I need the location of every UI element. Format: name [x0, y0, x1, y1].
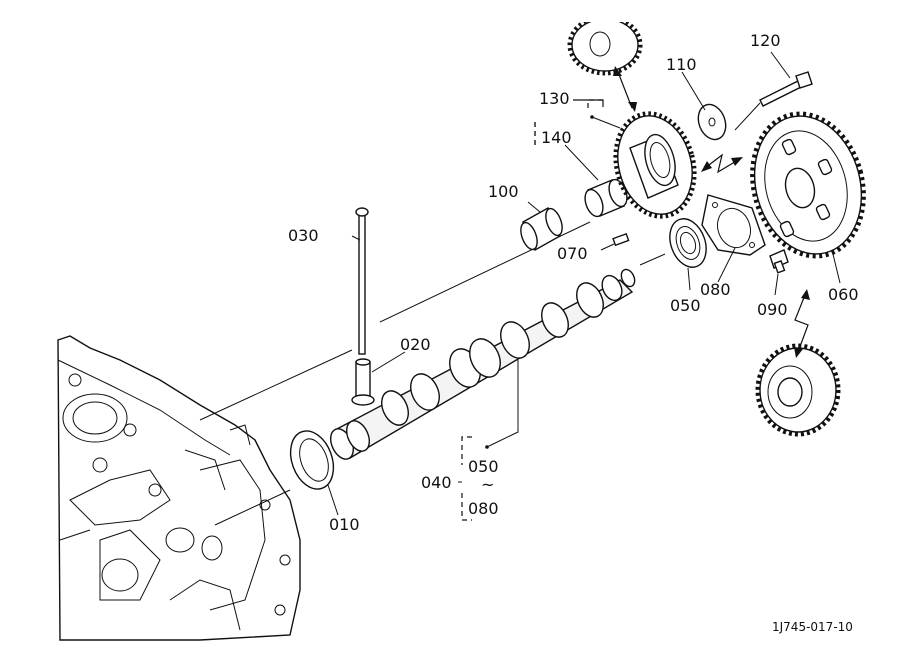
label-030: 030	[288, 226, 319, 245]
label-120: 120	[750, 31, 781, 50]
label-070: 070	[557, 244, 588, 263]
bushing	[584, 178, 628, 218]
gear-boss	[520, 207, 563, 251]
bracket-040	[458, 360, 519, 521]
seal-ring	[289, 430, 335, 490]
ball-bearing	[669, 218, 707, 268]
label-110: 110	[666, 55, 697, 74]
washer	[697, 103, 727, 141]
reference-code: 1J745-017-10	[772, 620, 853, 634]
mating-gear-top	[560, 0, 650, 76]
crankcase	[57, 335, 301, 641]
label-060: 060	[828, 285, 859, 304]
label-040: 040	[421, 473, 452, 492]
label-130: 130	[539, 89, 570, 108]
axis-line-6	[734, 102, 761, 131]
push-rod	[355, 207, 369, 355]
axis-line-1	[199, 349, 353, 421]
camshaft	[329, 268, 636, 460]
bearing-plate	[701, 194, 766, 256]
bolt-090	[769, 249, 789, 274]
label-080: 080	[700, 280, 731, 299]
label-040-080: 080	[468, 499, 499, 518]
label-010: 010	[329, 515, 360, 534]
label-100: 100	[488, 182, 519, 201]
label-050: 050	[670, 296, 701, 315]
leader-lines	[327, 51, 841, 516]
idle-gear	[613, 111, 697, 219]
label-090: 090	[757, 300, 788, 319]
label-140: 140	[541, 128, 572, 147]
label-020: 020	[400, 335, 431, 354]
label-040-tilde: ~	[481, 475, 494, 494]
axis-line-3	[214, 489, 291, 526]
mesh-arrows	[613, 66, 810, 358]
tappet	[351, 358, 375, 406]
cam-gear	[750, 111, 866, 259]
label-040-050: 050	[468, 457, 499, 476]
axis-line-4	[639, 253, 666, 266]
key	[612, 232, 630, 247]
bolt-120	[759, 71, 813, 107]
mating-gear-bottom	[755, 343, 841, 437]
